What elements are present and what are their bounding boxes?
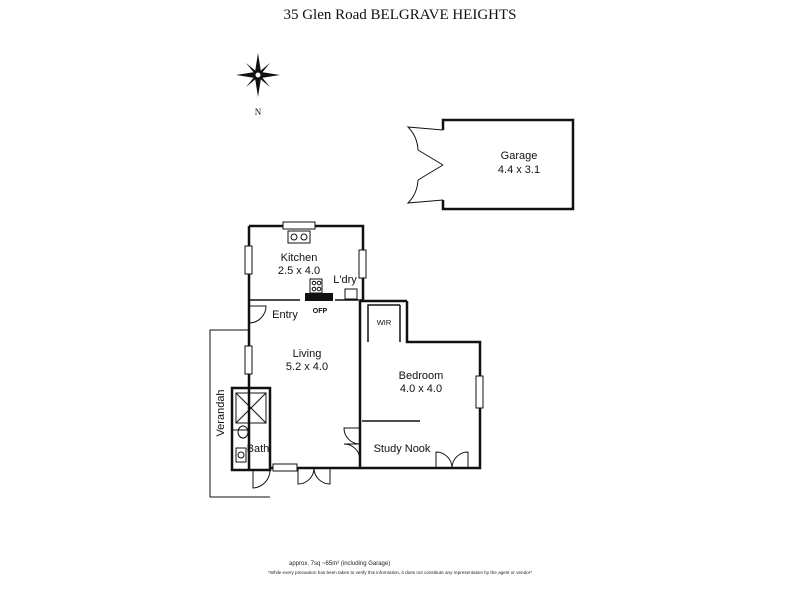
bedroom-label: Bedroom [399, 370, 444, 382]
verandah-label: Verandah [215, 389, 227, 436]
kitchen-size: 2.5 x 4.0 [278, 265, 320, 277]
fireplace-icon [305, 293, 333, 301]
bedroom-size: 4.0 x 4.0 [400, 383, 442, 395]
kitchen-fixtures [287, 230, 358, 300]
garage-size: 4.4 x 3.1 [498, 164, 540, 176]
ofp-label: OFP [313, 308, 328, 315]
disclaimer-note: *While every precaution has been taken t… [268, 570, 533, 575]
living-size: 5.2 x 4.0 [286, 361, 328, 373]
garage-room [406, 118, 575, 211]
house-walls [230, 224, 482, 472]
bath-fixtures [235, 392, 267, 463]
bath-label: Bath [247, 443, 270, 455]
windows [244, 221, 484, 472]
verandah-outline [209, 329, 270, 498]
kitchen-label: Kitchen [281, 252, 318, 264]
compass-north-label: N [255, 107, 262, 117]
compass-rose-icon [236, 53, 280, 97]
garage-label: Garage [501, 150, 538, 162]
wir-label: WIR [377, 318, 392, 327]
entry-label: Entry [272, 309, 298, 321]
laundry-label: L'dry [333, 274, 357, 286]
study-nook-label: Study Nook [374, 443, 431, 455]
area-note: approx. 7sq ~65m² (including Garage) [289, 561, 391, 567]
doors [248, 305, 469, 489]
property-title: 35 Glen Road BELGRAVE HEIGHTS [283, 7, 517, 23]
living-label: Living [293, 348, 322, 360]
